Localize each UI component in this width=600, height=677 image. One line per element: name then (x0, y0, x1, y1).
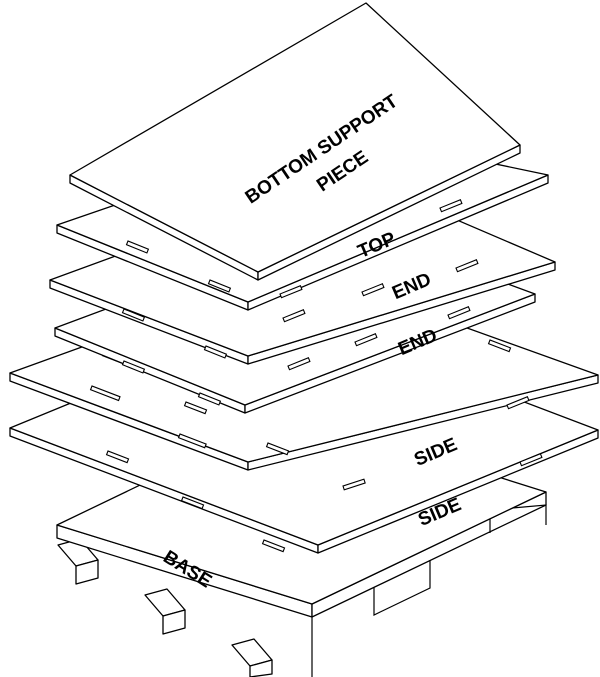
side-upper-slot (183, 401, 208, 415)
end-upper-slot (121, 308, 146, 322)
skid-mid-front (162, 609, 186, 635)
side-upper-slot (89, 385, 121, 402)
skid-front-face (249, 659, 273, 677)
base-understructure-3 (489, 504, 547, 533)
bsp-top (69, 2, 521, 273)
side-lower-slot (519, 453, 543, 467)
end-lower-slot (447, 306, 471, 320)
top-slot (207, 279, 232, 293)
end-lower-slot (287, 357, 311, 371)
base-understructure-2 (373, 560, 431, 616)
side-upper-slot (487, 339, 512, 353)
end-lower-slot (121, 360, 146, 374)
side-upper-slot (506, 396, 530, 410)
end-upper-slot (203, 345, 228, 359)
side-lower-slot (261, 539, 286, 553)
top-slot (125, 240, 150, 254)
side-upper-slot (342, 478, 366, 491)
top-slot (439, 199, 463, 213)
end-upper-slot (282, 309, 306, 323)
side-lower-slot (105, 450, 130, 464)
end-upper-slot (455, 259, 479, 273)
side-lower-slot (180, 496, 205, 510)
end-lower-slot (354, 333, 378, 347)
end-upper-slot (361, 283, 385, 297)
side-upper-slot (265, 442, 290, 456)
skid-left-front (75, 559, 99, 585)
end-lower-slot (197, 392, 222, 406)
side-upper-slot (177, 433, 207, 449)
bottom-support-piece: BOTTOM SUPPORT PIECE (69, 2, 521, 281)
top-slot (279, 285, 303, 299)
